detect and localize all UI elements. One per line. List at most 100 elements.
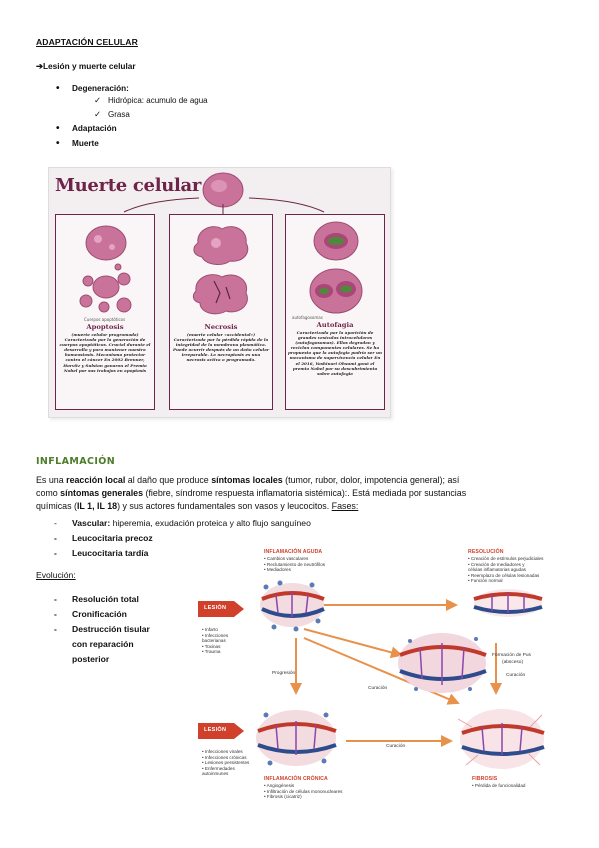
list-item: • Enfermedades (202, 765, 235, 771)
autofagia-text: Caracterizada por la aparición de grande… (288, 330, 382, 376)
apoptosis-label: Apoptosis (86, 323, 124, 331)
list-item: bacterianas (202, 638, 226, 644)
lesion-label: LESIÓN (204, 605, 227, 611)
list-item: • Infiltración de células mononucleares (264, 788, 343, 794)
list-item: • Reemplazo de células lesionadas (468, 572, 540, 578)
list-item: • Fibrosis (cicatriz) (264, 794, 302, 800)
fases-link-text: Fases: (331, 501, 359, 511)
fase-leuco-precoz: Leucocitaria precoz (54, 533, 153, 543)
diagram-graphics (256, 580, 545, 769)
list-item: • Pérdida de funcionalidad (472, 783, 526, 788)
autofagia-panel: autofagosomas Autofagia Caracterizada po… (285, 214, 385, 410)
list-item: • Lesiones persistentes (202, 760, 250, 766)
cronica-heading: INFLAMACIÓN CRÓNICA (264, 776, 328, 782)
figure-title: Muerte celular (55, 175, 202, 196)
evol-cronificacion: Cronificación (54, 609, 127, 619)
apoptosis-text: (muerte celular programada) Caracterizad… (59, 332, 151, 373)
curacion-label-1: Curación (506, 673, 526, 678)
lesion-badge-1: LESIÓN (198, 601, 244, 617)
inflamacion-paragraph: Es una reacción local al daño que produc… (36, 474, 568, 513)
vessel-cronica (256, 710, 337, 766)
evol-destruccion-2: con reparación (72, 639, 134, 649)
section-subtitle: ➔Lesión y muerte celular (36, 61, 136, 71)
lesion-badge-2: LESIÓN (198, 723, 244, 739)
inflammation-diagram: INFLAMACIÓN AGUDA • Cambios vasculares •… (196, 543, 578, 808)
text-span: (tumor, rubor, dolor, impotencia general… (282, 475, 460, 485)
lesion-arrow-icon (198, 601, 244, 617)
list-item: • Creación de estímulos perjudiciales (468, 556, 544, 561)
list-item: • Infecciones (202, 632, 229, 638)
page-title: ADAPTACIÓN CELULAR (36, 37, 138, 47)
para-line-3: químicas (IL 1, IL 18) y sus actores fun… (36, 500, 568, 513)
bold-span: reacción local (66, 475, 126, 485)
list-item: • Creación de mediadores y (468, 561, 525, 567)
text-span: Es una (36, 475, 67, 485)
list-item: • Reclutamiento de neutrófilos (264, 561, 326, 567)
pus-label: Formación de Pus (492, 653, 531, 658)
text-span: hiperemia, exudación proteica y alto flu… (110, 518, 311, 528)
para-line-2: como síntomas generales (fiebre, síndrom… (36, 487, 568, 500)
text-span: ) y sus actores fundamentales son vasos … (117, 501, 332, 511)
check-grasa: Grasa (94, 109, 130, 120)
resolucion-heading: RESOLUCIÓN (468, 549, 504, 555)
apoptosis-panel: Cuerpos apoptóticos Apoptosis (muerte ce… (55, 214, 155, 410)
resolucion-list: • Creación de estímulos perjudiciales • … (468, 556, 543, 584)
aguda-list: • Cambios vasculares • Reclutamiento de … (264, 556, 325, 573)
vessel-pus (398, 633, 487, 693)
autofagia-illustration (309, 221, 363, 314)
text-span: como (36, 488, 61, 498)
evol-destruccion-3: posterior (72, 654, 110, 664)
list-item: células inflamatorias agudas (468, 567, 526, 573)
text-span: al daño que produce (125, 475, 212, 485)
muerte-celular-figure: Muerte celular Cuerpos apoptóticos Apopt… (48, 167, 391, 418)
curacion-label-3: Curación (386, 744, 406, 749)
bold-span: síntomas locales (211, 475, 283, 485)
lesion-label: LESIÓN (204, 727, 227, 733)
check-hidropica: Hidrópica: acumulo de agua (94, 95, 208, 106)
fase-leuco-tardia: Leucocitaria tardía (54, 548, 149, 558)
lesion1-list: • Infarto • Infecciones bacterianas • To… (202, 627, 228, 655)
autophagosome-label: autofagosomas (292, 315, 323, 320)
list-item: • Infecciones virales (202, 749, 243, 754)
evolucion-heading: Evolución: (36, 570, 76, 580)
vessel-resolucion (473, 589, 543, 617)
curacion-label-2: Curación (368, 686, 388, 691)
bullet-degeneracion: Degeneración: (56, 83, 129, 94)
necrosis-label: Necrosis (204, 323, 238, 331)
list-item: • Infarto (202, 627, 218, 632)
progresion-label: Progresión (272, 671, 296, 676)
list-item: • Trauma (202, 649, 221, 655)
list-item: • Angiogénesis (264, 783, 295, 788)
bold-span: Vascular: (72, 518, 111, 528)
autofagia-label: Autofagia (316, 321, 354, 329)
list-item: • Función normal (468, 578, 503, 584)
connector-lines (123, 197, 325, 214)
text-span: químicas ( (36, 501, 77, 511)
inflamacion-heading: INFLAMACIÓN (36, 456, 116, 467)
bold-span: IL 1, IL 18 (76, 501, 118, 511)
bullet-muerte: Muerte (56, 138, 99, 149)
apoptotic-bodies-label: Cuerpos apoptóticos (84, 317, 126, 322)
vessel-fibrosis (457, 709, 545, 769)
necrosis-panel: Necrosis (muerte celular «accidental») C… (169, 214, 273, 410)
lesion2-list: • Infecciones virales • Infecciones crón… (202, 749, 249, 777)
evol-resolucion: Resolución total (54, 594, 139, 604)
fibrosis-list: • Pérdida de funcionalidad (472, 783, 525, 789)
list-item: autoinmunes (202, 771, 229, 777)
list-item: • Cambios vasculares (264, 556, 309, 561)
aguda-heading: INFLAMACIÓN AGUDA (264, 549, 323, 555)
para-line-1: Es una reacción local al daño que produc… (36, 474, 568, 487)
evol-destruccion: Destrucción tisular (54, 624, 150, 634)
bold-span: síntomas generales (60, 488, 144, 498)
lesion-arrow-icon (198, 723, 244, 739)
fase-vascular: Vascular: hiperemia, exudación proteica … (54, 518, 311, 528)
cronica-list: • Angiogénesis • Infiltración de células… (264, 783, 342, 800)
list-item: • Toxinas (202, 643, 221, 649)
bullet-adaptacion: Adaptación (56, 123, 116, 134)
necrosis-text: (muerte celular «accidental») Caracteriz… (172, 332, 270, 363)
list-item: • Infecciones crónicas (202, 754, 247, 760)
pus-label-2: (absceso) (502, 660, 524, 665)
list-item: • Mediadores (264, 567, 291, 573)
vessel-aguda (260, 580, 325, 632)
apoptosis-illustration (79, 225, 132, 313)
